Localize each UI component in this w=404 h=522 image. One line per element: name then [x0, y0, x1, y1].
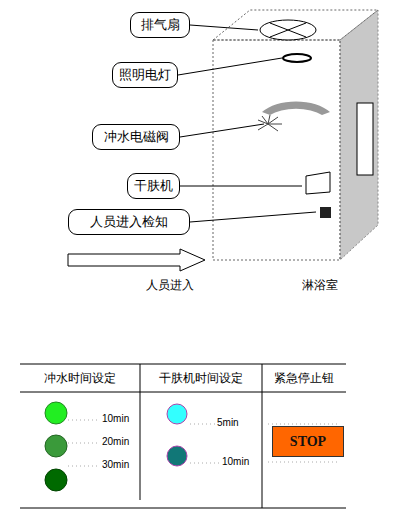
node-text: 人员进入检知	[90, 213, 168, 231]
button-30min	[45, 469, 67, 491]
shower-arc	[262, 102, 330, 115]
table-header: 冲水时间设定	[44, 370, 116, 387]
leader-lines	[178, 25, 316, 222]
time-value: 5min	[217, 417, 239, 428]
front-face	[213, 40, 340, 260]
node-text: 干肤机	[134, 177, 173, 195]
dryer	[306, 172, 330, 194]
button-10min	[45, 402, 67, 424]
table-grid	[20, 364, 346, 508]
side-face	[340, 10, 378, 260]
button-20min	[45, 435, 67, 457]
callout-box: 干肤机	[127, 173, 180, 199]
spray	[258, 115, 282, 131]
fan-blade	[270, 23, 306, 37]
fan-blade	[270, 23, 306, 37]
node-text: 排气扇	[141, 16, 180, 34]
button-5min	[167, 404, 187, 424]
button-10min-dry	[167, 446, 187, 466]
window	[357, 103, 373, 175]
table-header: 紧急停止钮	[274, 370, 334, 387]
node-text: 冲水电磁阀	[104, 128, 169, 146]
callout-box: 排气扇	[130, 12, 190, 38]
top-face	[213, 10, 378, 40]
time-value: 20min	[102, 436, 129, 447]
entry-arrow	[68, 249, 205, 271]
time-value: 10min	[222, 456, 249, 467]
callout-box: 照明电灯	[112, 62, 178, 88]
callout-box: 人员进入检知	[68, 209, 190, 235]
node-text: STOP	[290, 434, 326, 450]
callout-box: 冲水电磁阀	[92, 124, 180, 150]
lamp	[283, 54, 311, 62]
node-text: 照明电灯	[119, 66, 171, 84]
table-header: 干肤机时间设定	[159, 370, 243, 387]
arrow-label: 人员进入	[146, 277, 194, 294]
time-value: 30min	[102, 459, 129, 470]
time-value: 10min	[102, 413, 129, 424]
sensor	[320, 207, 331, 218]
room-label: 淋浴室	[302, 277, 338, 294]
stop-button: STOP	[272, 426, 344, 457]
exhaust-fan	[260, 20, 316, 40]
